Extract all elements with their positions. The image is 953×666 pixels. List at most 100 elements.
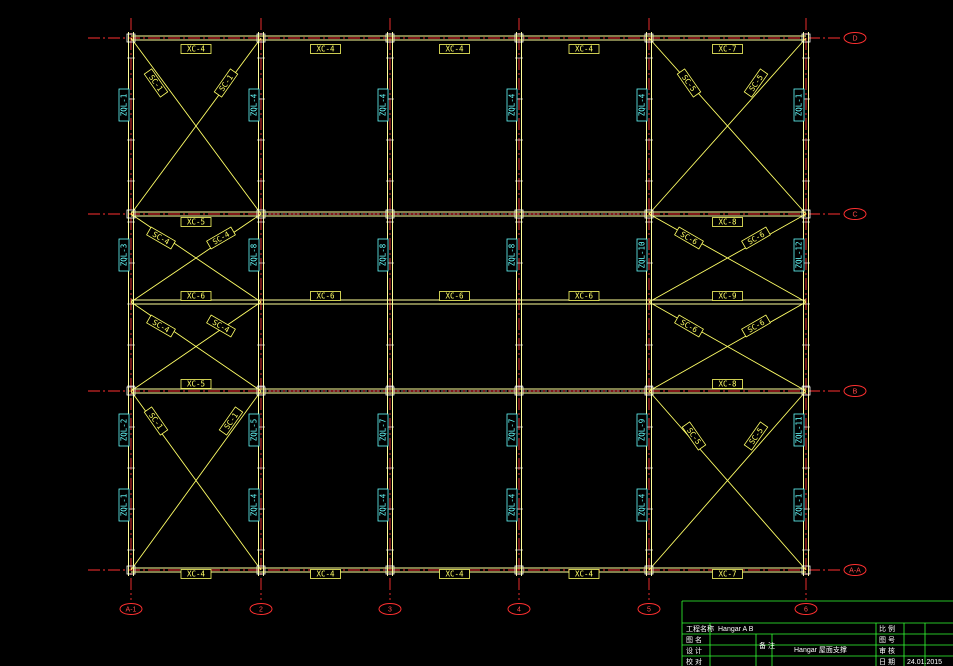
xc-tag-text: XC-4 <box>445 570 464 579</box>
zql-column-tag-box <box>248 488 260 522</box>
xc-tag: XC-6 <box>439 291 470 301</box>
axis-bubble-label: C <box>852 212 857 219</box>
sc-tag: SC-5 <box>681 421 707 451</box>
column-base-plate <box>126 386 136 396</box>
xc-tag-text: XC-5 <box>187 380 205 389</box>
zql-column-tag-text: ZQL-8 <box>379 243 388 266</box>
column-base-plate <box>801 565 811 575</box>
axis-bubble-label: A-A <box>849 568 861 575</box>
sc-tag-box <box>676 68 702 98</box>
xc-tag-box <box>712 379 743 389</box>
sc-tag-box <box>146 314 176 338</box>
column-base-plate <box>126 565 136 575</box>
xc-tag-text: XC-5 <box>187 218 205 227</box>
zql-column-tag-text: ZQL-2 <box>120 419 129 442</box>
column-base-plate <box>385 33 395 43</box>
structural-frame <box>126 32 811 576</box>
title-block-cell: 工程名称 <box>686 624 714 633</box>
xc-tag-text: XC-6 <box>316 292 335 301</box>
axis-bubble-label: D <box>852 36 857 43</box>
zql-column-tag: ZQL-1 <box>793 88 805 122</box>
brace-diagonal <box>130 213 262 303</box>
title-block-cell: 校 对 <box>686 657 702 666</box>
xc-tag-text: XC-6 <box>187 292 206 301</box>
column-base-plate <box>514 33 524 43</box>
axis-bubble <box>637 603 661 615</box>
zql-column-tag: ZQL-12 <box>793 238 805 272</box>
zql-column-tag-text: ZQL-3 <box>120 244 129 267</box>
xc-tag: XC-4 <box>310 569 341 579</box>
zql-column-tag-box <box>377 413 389 447</box>
title-block <box>681 600 953 666</box>
sc-tag: SC-6 <box>741 314 771 338</box>
xc-tag: XC-7 <box>712 569 743 579</box>
project-name: Hangar A B <box>718 626 754 633</box>
zql-column-tag: ZQL-8 <box>248 238 260 272</box>
sc-tag: SC-5 <box>676 68 702 98</box>
drawing-name: Hangar 屋面支撑 <box>794 645 847 654</box>
xc-tag-text: XC-4 <box>187 45 206 54</box>
xc-tag: XC-6 <box>180 291 212 301</box>
xc-tag: XC-9 <box>712 291 743 301</box>
xc-tag-text: XC-9 <box>718 292 736 301</box>
zql-column-tag-text: ZQL-4 <box>379 493 388 516</box>
sc-tag: SC-6 <box>741 226 771 250</box>
axis-bubble-label: B <box>853 389 858 396</box>
xc-tag-text: XC-4 <box>316 570 335 579</box>
xc-tag: XC-8 <box>712 379 743 389</box>
drawing-date: 24.01.2015 <box>907 659 942 666</box>
axis-bubble <box>843 564 867 576</box>
xc-tag-box <box>180 44 212 54</box>
title-block-cell: 审 核 <box>879 646 895 655</box>
zql-column-tag-text: ZQL-4 <box>638 93 647 116</box>
xc-tag-box <box>310 569 341 579</box>
xc-tag-box <box>712 217 743 227</box>
xc-tag-box <box>439 569 470 579</box>
zql-column-tag-box <box>506 488 518 522</box>
xc-tag-text: XC-4 <box>316 45 335 54</box>
xc-tag-box <box>310 44 341 54</box>
xc-tag-box <box>439 291 470 301</box>
title-block-cell: 比 例 <box>879 624 895 633</box>
zql-column-tag: ZQL-4 <box>248 488 260 522</box>
xc-tag: XC-4 <box>439 44 470 54</box>
column-base-plate <box>126 209 136 219</box>
zql-column-tag-text: ZQL-1 <box>120 94 129 117</box>
zql-column-tag: ZQL-5 <box>248 413 260 447</box>
zql-column-tag-text: ZQL-8 <box>508 243 517 266</box>
zql-column-tag-text: ZQL-10 <box>638 241 647 269</box>
zql-column-tag: ZQL-4 <box>636 88 648 122</box>
axis-bubble-label: 3 <box>388 607 392 614</box>
xc-tag-box <box>180 291 212 301</box>
sc-tag-box <box>674 314 704 338</box>
column-base-plate <box>644 565 654 575</box>
zql-column-tag-box <box>793 88 805 122</box>
sc-tag: SC-6 <box>674 226 704 250</box>
brace-diagonal <box>648 301 807 392</box>
xc-tag-box <box>439 44 470 54</box>
column-base-plate <box>514 565 524 575</box>
zql-column-tag: ZQL-4 <box>377 88 389 122</box>
xc-tag-text: XC-4 <box>575 570 594 579</box>
title-block-cell: 日 期 <box>879 658 895 666</box>
zql-column-tag-box <box>377 238 389 272</box>
brace-diagonal <box>130 390 262 571</box>
xc-tag-box <box>180 569 212 579</box>
zql-column-tag-box <box>248 88 260 122</box>
xc-tag: XC-4 <box>180 569 212 579</box>
xc-tag: XC-8 <box>712 217 743 227</box>
axis-bubble <box>378 603 402 615</box>
zql-column-tag-box <box>793 413 805 447</box>
axis-bubble <box>507 603 531 615</box>
zql-column-tag-box <box>793 488 805 522</box>
xc-tag: XC-6 <box>310 291 341 301</box>
axis-bubble <box>794 603 818 615</box>
column-base-plate <box>126 33 136 43</box>
xc-tag-text: XC-4 <box>575 45 594 54</box>
axis-bubble-label: 2 <box>259 607 263 614</box>
zql-column-tag: ZQL-10 <box>636 238 648 272</box>
column-base-plate <box>801 209 811 219</box>
